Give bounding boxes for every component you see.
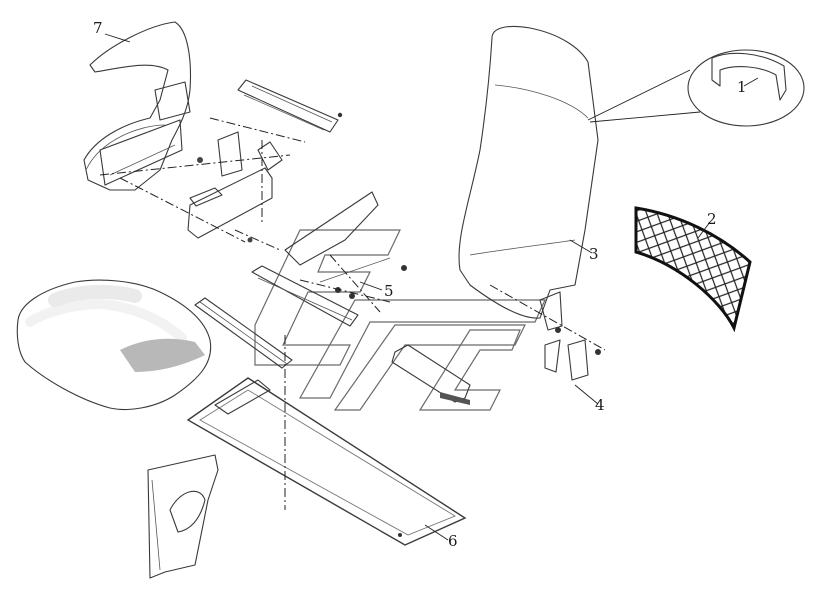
callout-6: 6	[448, 532, 458, 550]
callout-1: 1	[737, 78, 747, 96]
lumbar-pad	[391, 344, 471, 405]
armrest-mechanism	[187, 131, 283, 243]
callout-2: 2	[707, 210, 717, 228]
detail-bubble-1	[587, 49, 805, 127]
callout-7: 7	[93, 19, 103, 37]
armrest-assembly	[83, 21, 191, 191]
watermark-logo	[254, 229, 546, 411]
hinge-brackets	[544, 327, 601, 381]
seat-back	[458, 25, 599, 331]
recliner-mechanism	[251, 191, 407, 327]
upper-slide-rail	[237, 79, 343, 133]
seat-cushion	[16, 279, 212, 411]
assembly-lines	[99, 117, 606, 510]
mesh-net	[634, 206, 752, 333]
callout-5: 5	[384, 282, 394, 300]
side-trim-panel	[147, 454, 219, 579]
seat-base-frame	[186, 377, 467, 546]
lower-slide-rail	[194, 297, 293, 369]
callout-leaders	[104, 33, 759, 541]
callout-4: 4	[595, 396, 605, 414]
callout-3: 3	[589, 245, 599, 263]
